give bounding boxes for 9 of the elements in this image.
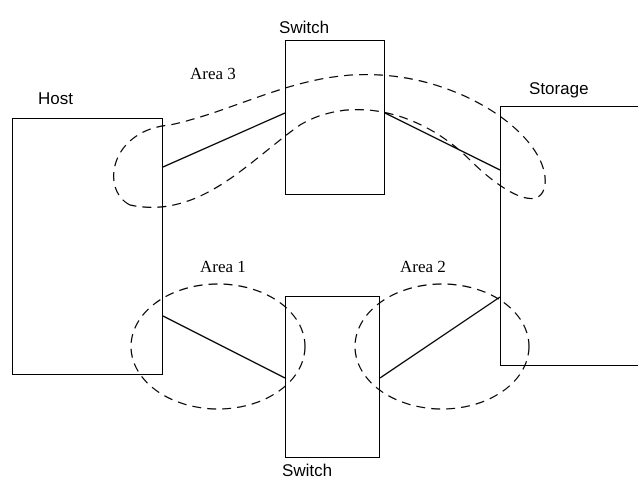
- device-label: Switch: [279, 18, 330, 38]
- connection-line: [162, 112, 286, 168]
- device-label: Host: [38, 89, 73, 109]
- area-label: Area 2: [400, 257, 446, 277]
- device-label: Switch: [282, 461, 332, 481]
- area-label: Area 3: [190, 64, 236, 84]
- device-label: Storage: [529, 79, 589, 99]
- area-label: Area 1: [200, 257, 246, 277]
- connection-line: [162, 315, 286, 379]
